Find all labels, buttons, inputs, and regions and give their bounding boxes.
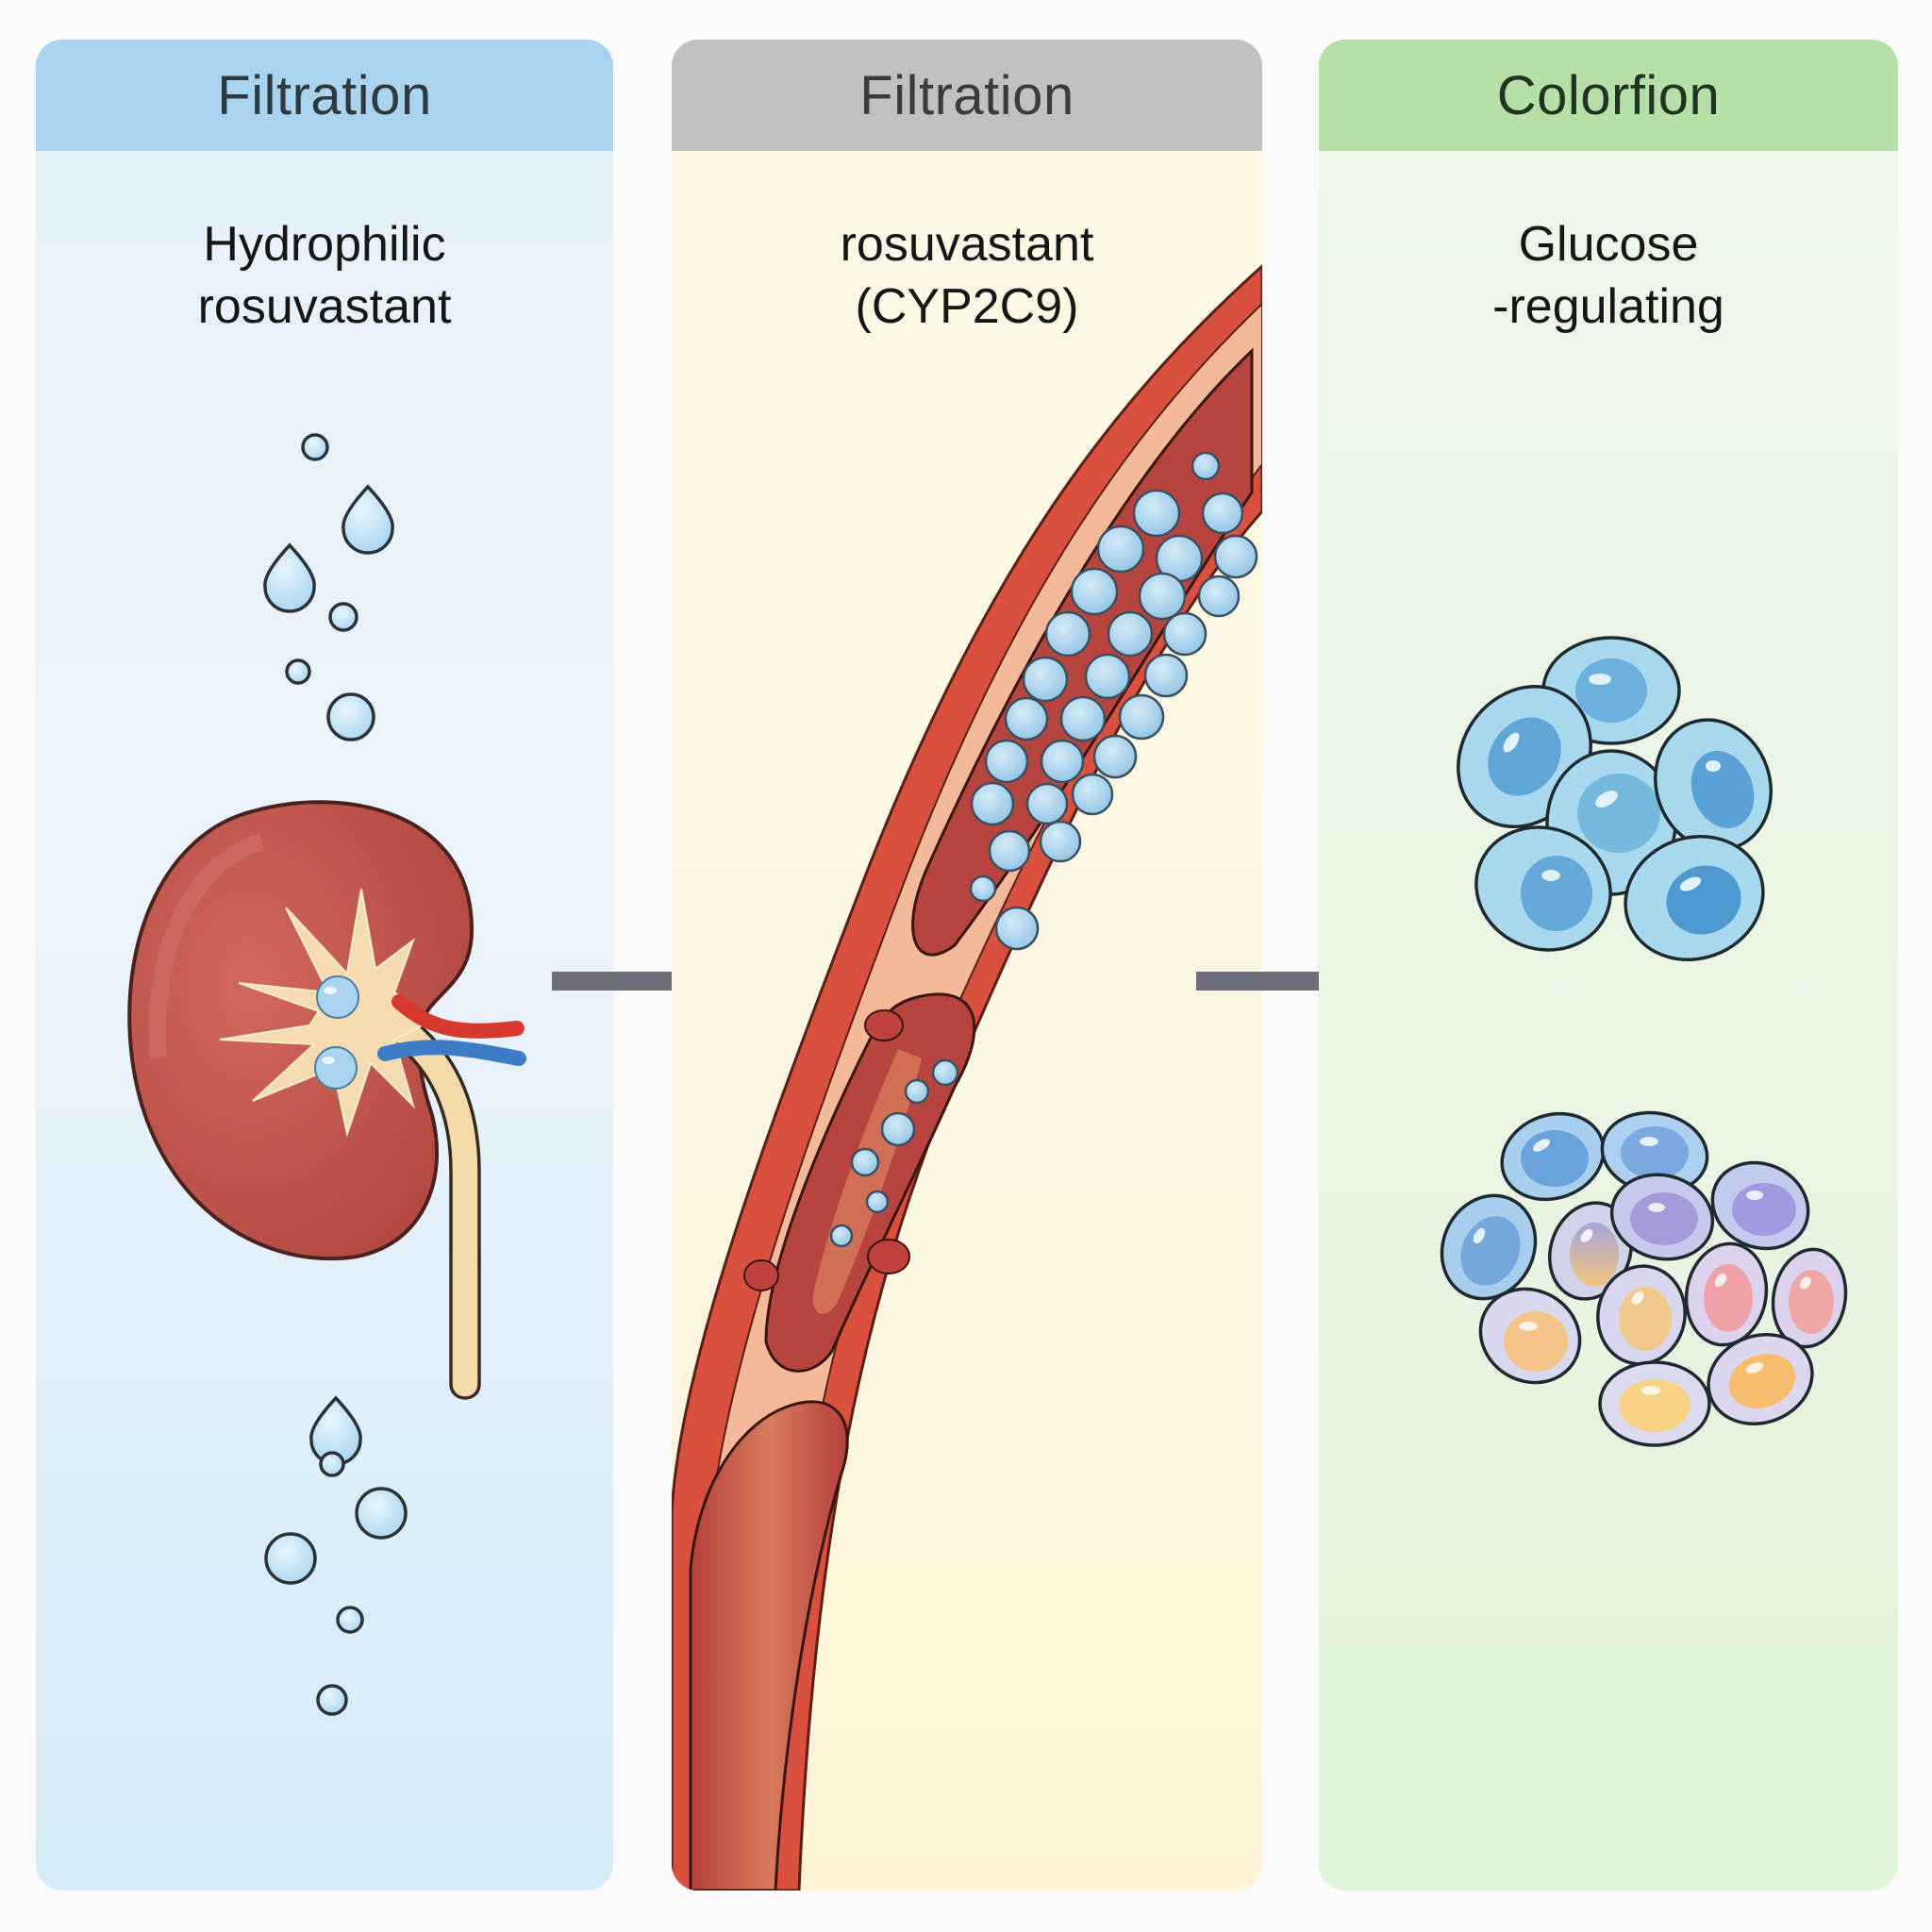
droplet (328, 602, 358, 632)
subtitle-line: Hydrophilic (203, 217, 446, 272)
particle (1162, 611, 1208, 657)
particle (1197, 575, 1241, 618)
subtitle-line: rosuvastant (840, 217, 1094, 272)
particle (931, 1058, 959, 1087)
panel-filtration-vessel: Filtration rosuvastant (CYP2C9) (672, 40, 1262, 1890)
particle (1138, 572, 1187, 621)
particle (1070, 567, 1119, 616)
particle (904, 1078, 930, 1105)
kidney-icon (127, 800, 526, 1400)
cell (1624, 835, 1765, 961)
particle (1118, 693, 1165, 741)
droplet (263, 542, 316, 613)
cell (1771, 1247, 1848, 1349)
droplet (341, 484, 394, 555)
panel-subtitle: rosuvastant (CYP2C9) (672, 213, 1262, 338)
droplet (355, 1487, 408, 1540)
droplet (319, 1451, 345, 1477)
particle (1092, 734, 1138, 779)
cell-cluster-blue (1457, 636, 1774, 961)
particle-group (829, 451, 1258, 1248)
cell (1598, 1360, 1711, 1447)
droplet (336, 1606, 364, 1634)
particle (1191, 451, 1221, 481)
particle (1096, 525, 1145, 574)
subtitle-line: (CYP2C9) (855, 279, 1079, 334)
particle (1040, 739, 1085, 784)
cell (1547, 1201, 1634, 1301)
vein-icon (377, 1040, 526, 1066)
cell (1684, 1241, 1769, 1347)
cell (1653, 718, 1774, 852)
particle (988, 829, 1031, 873)
subtitle-line: Glucose (1518, 217, 1699, 272)
particle (969, 874, 997, 903)
particle (1107, 610, 1154, 658)
arrow-right-icon (1196, 953, 1400, 1009)
particle (1071, 773, 1114, 816)
panel-glucose-regulating: Colorfion Glucose -regulating (1319, 40, 1898, 1890)
subtitle-line: -regulating (1492, 279, 1724, 334)
particle (1201, 491, 1244, 535)
particle (1025, 782, 1069, 825)
particle (1004, 696, 1049, 741)
cell (1596, 1264, 1687, 1366)
droplet-group-bottom (264, 1395, 408, 1716)
droplet (326, 692, 375, 741)
particle (829, 1224, 854, 1248)
cell (1707, 1332, 1814, 1426)
panel-header: Filtration (36, 40, 613, 151)
particle (970, 781, 1015, 826)
particle (1022, 656, 1069, 703)
panel-subtitle: Glucose -regulating (1319, 213, 1898, 338)
cell-cluster-multicolor (1440, 1110, 1848, 1447)
kidney-illustration (127, 433, 526, 1716)
droplet (316, 1684, 348, 1716)
panel-filtration-kidney: Filtration Hydrophilic rosuvastant (36, 40, 613, 1890)
panel-header: Filtration (672, 40, 1262, 151)
subtitle-line: rosuvastant (197, 279, 452, 334)
cell (1710, 1160, 1810, 1251)
particle (1143, 653, 1189, 698)
arrow-right-icon (552, 953, 750, 1009)
particle (880, 1111, 916, 1147)
panel-subtitle: Hydrophilic rosuvastant (36, 213, 613, 338)
droplet (285, 658, 311, 685)
particle (850, 1147, 880, 1177)
droplet-group-top (263, 433, 394, 741)
cell (1500, 1111, 1606, 1202)
droplet (264, 1532, 317, 1585)
particle (1213, 534, 1258, 579)
particle (1132, 489, 1181, 538)
particle (865, 1190, 890, 1214)
blood-vessel-illustration (672, 263, 1262, 1890)
cell (1478, 1287, 1582, 1385)
particle (1039, 820, 1082, 863)
particle (1044, 610, 1091, 658)
cell (1609, 1173, 1715, 1261)
particle (1084, 653, 1131, 700)
particle (994, 906, 1040, 951)
particle (1059, 695, 1107, 742)
particle (984, 739, 1029, 784)
droplet (301, 433, 329, 461)
artery-icon (391, 994, 525, 1039)
panel-header: Colorfion (1319, 40, 1898, 151)
cells-illustration (1440, 636, 1848, 1447)
cell (1600, 1110, 1709, 1195)
cell (1474, 825, 1612, 952)
cell (1440, 1193, 1538, 1301)
